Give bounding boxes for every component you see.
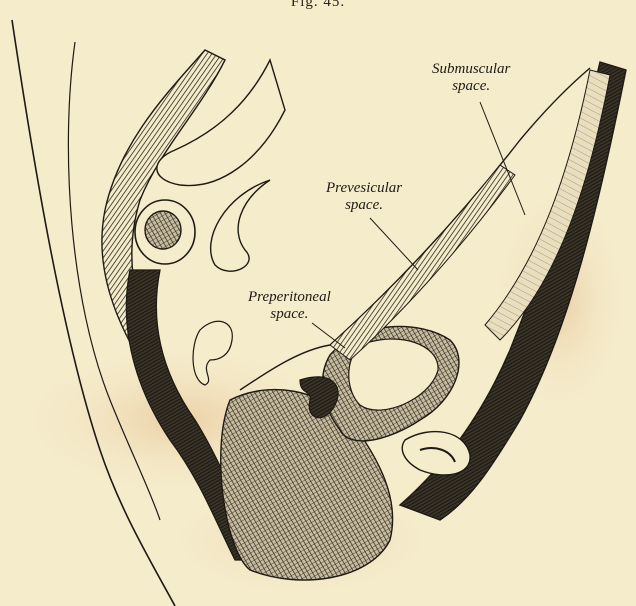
rectum-ring bbox=[135, 200, 195, 264]
label-prevesicular-line2: space. bbox=[326, 197, 402, 214]
label-prevesicular-space: Prevesicular space. bbox=[326, 180, 402, 214]
label-prevesicular-line1: Prevesicular bbox=[326, 180, 402, 197]
pubic-bone bbox=[402, 432, 470, 475]
label-submuscular-line1: Submuscular bbox=[432, 61, 510, 78]
label-submuscular-line2: space. bbox=[432, 78, 510, 95]
label-preperitoneal-space: Preperitoneal space. bbox=[248, 289, 331, 323]
label-preperitoneal-line2: space. bbox=[248, 306, 331, 323]
leader-prevesicular bbox=[370, 218, 418, 270]
label-preperitoneal-line1: Preperitoneal bbox=[248, 289, 331, 306]
figure-title: Fig. 45. bbox=[0, 0, 636, 11]
bowel-loop-mid bbox=[211, 180, 270, 271]
label-submuscular-space: Submuscular space. bbox=[432, 61, 510, 95]
